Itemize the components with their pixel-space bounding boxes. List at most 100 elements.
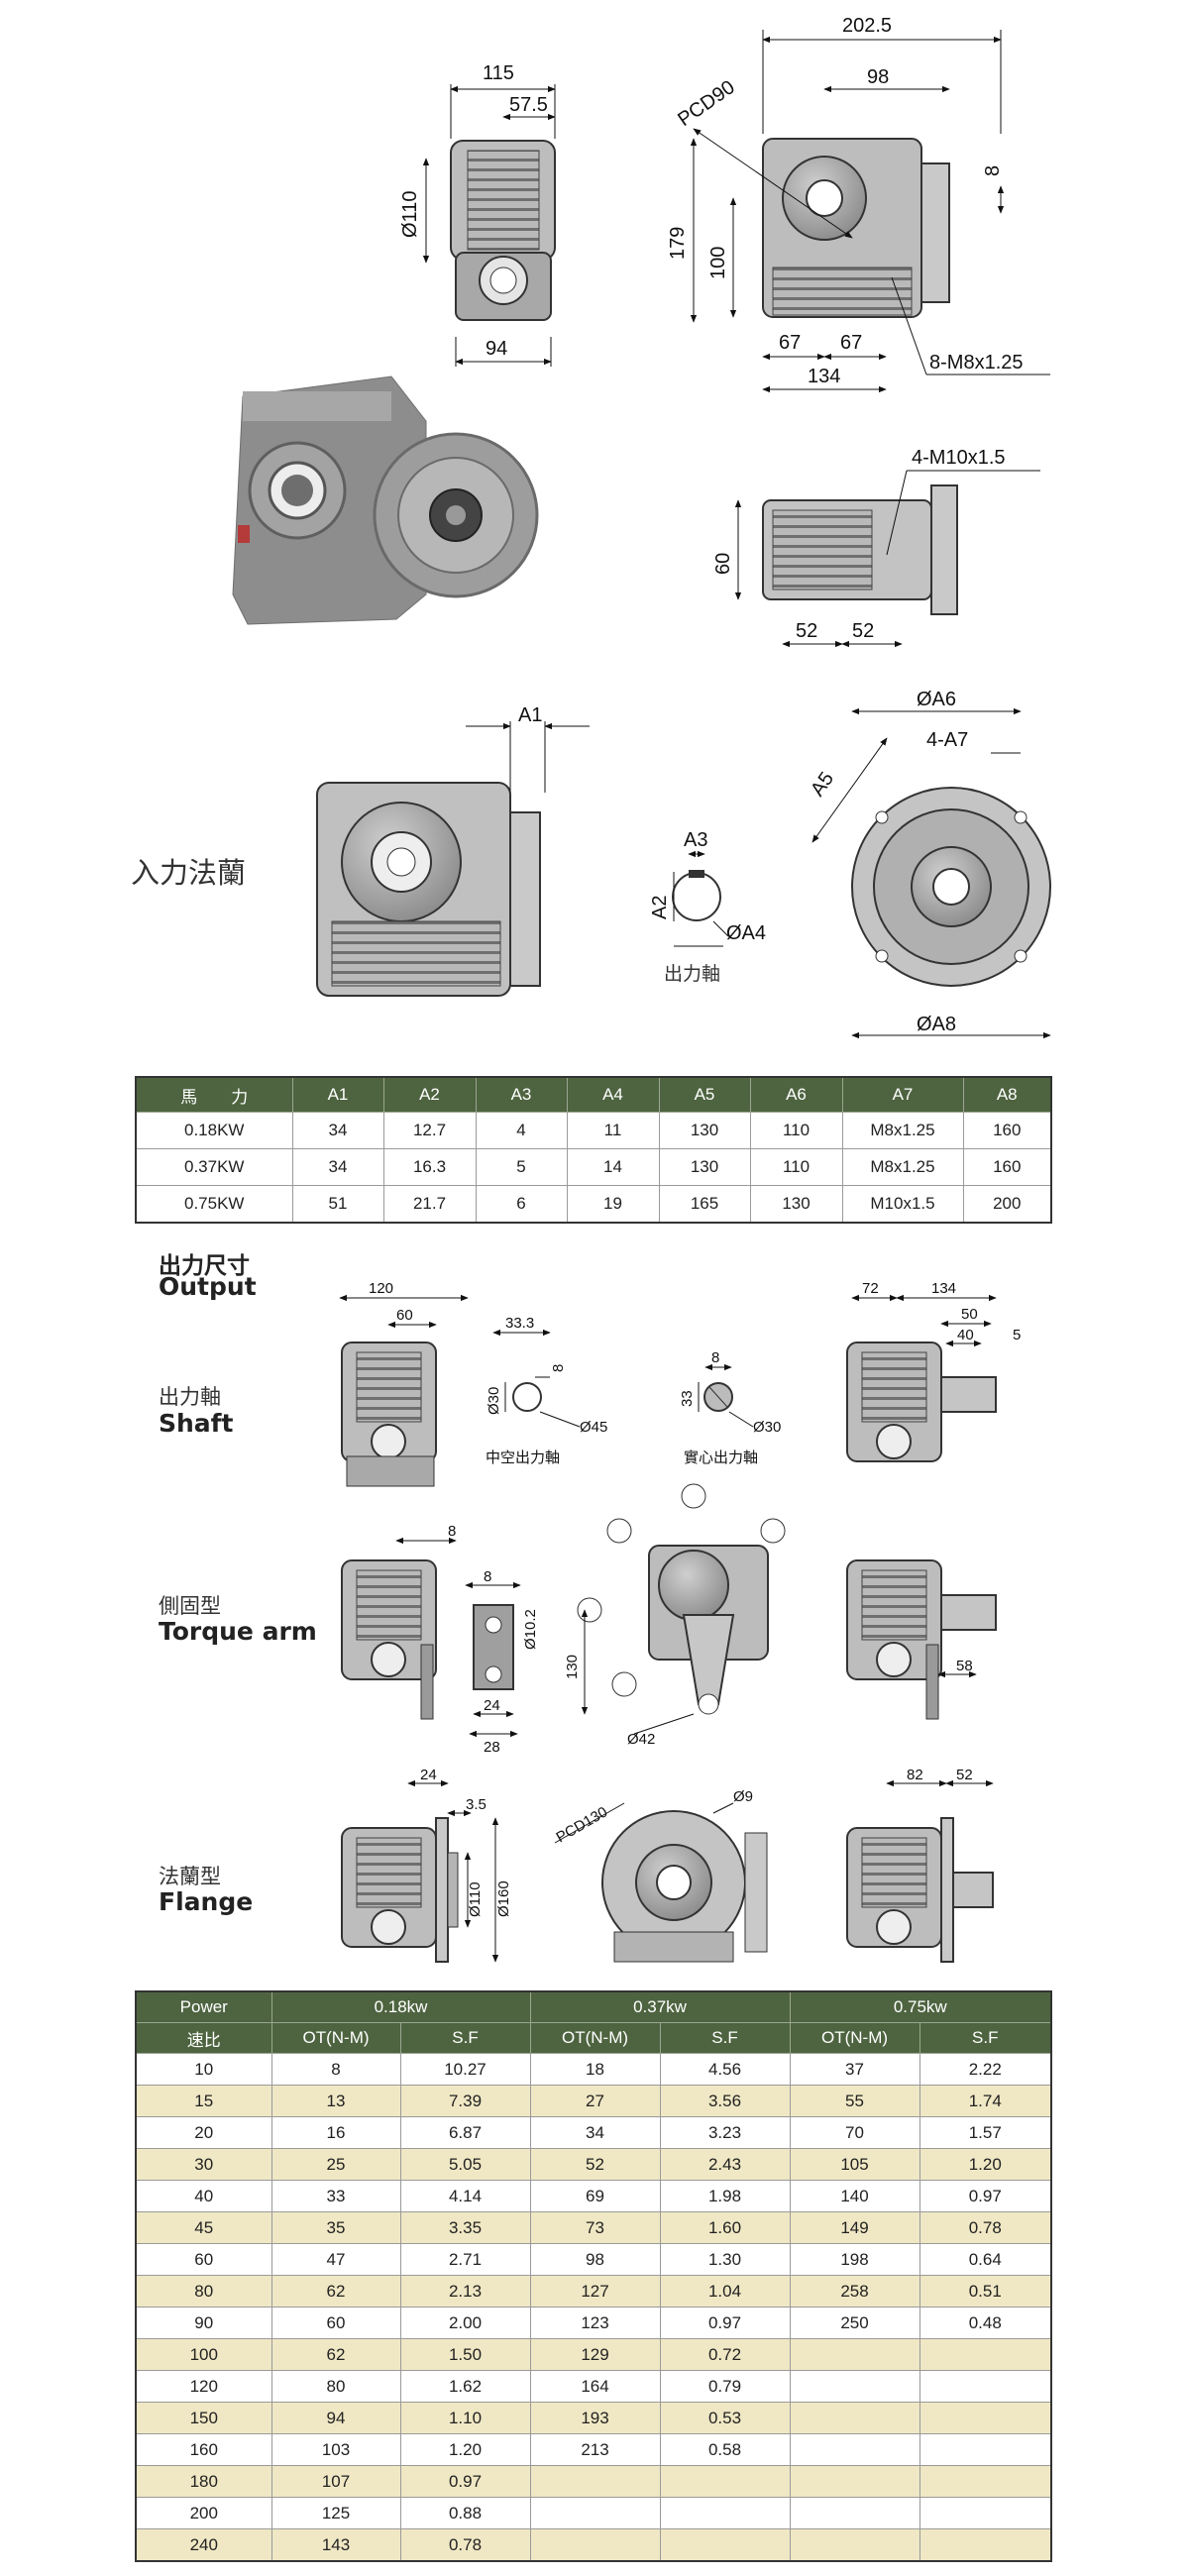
table-cell: 51	[291, 1185, 384, 1224]
table-cell: 0.72	[659, 2338, 791, 2371]
table-cell: 125	[270, 2497, 401, 2529]
table-cell: 18	[529, 2053, 661, 2086]
table-cell: 7.39	[399, 2085, 531, 2117]
col-a3: A3	[475, 1076, 568, 1113]
ratio-torque-table: Power 0.18kw 0.37kw 0.75kw 速比 OT(N-M) S.…	[135, 1990, 1052, 2562]
table-cell: 94	[270, 2402, 401, 2434]
dim-57-5: 57.5	[509, 94, 548, 116]
table-cell: 150	[135, 2402, 272, 2434]
dim-202-5: 202.5	[842, 15, 892, 37]
dim-out-5: 5	[1013, 1327, 1021, 1343]
col-a5: A5	[658, 1076, 751, 1113]
table-cell: 52	[529, 2148, 661, 2181]
dim-out-60: 60	[396, 1307, 413, 1324]
table-cell	[789, 2528, 920, 2562]
table-cell: 60	[135, 2243, 272, 2276]
table-cell: 12.7	[382, 1112, 477, 1149]
input-table-header: 馬 力 A1 A2 A3 A4 A5 A6 A7 A8	[135, 1076, 1052, 1113]
table-cell: 2.00	[399, 2307, 531, 2339]
col-a7: A7	[841, 1076, 964, 1113]
dim-d10-2: Ø10.2	[522, 1609, 539, 1650]
table-cell: 8	[270, 2053, 401, 2086]
table-cell: 47	[270, 2243, 401, 2276]
table-cell: 37	[789, 2053, 920, 2086]
label-a4: ØA4	[726, 922, 766, 944]
table-cell: 0.78	[919, 2211, 1052, 2244]
shaft-label-en: Shaft	[159, 1409, 234, 1438]
table-cell	[919, 2402, 1052, 2434]
table-cell: 34	[529, 2116, 661, 2149]
table-cell	[789, 2465, 920, 2498]
table-cell: 16.3	[382, 1148, 477, 1186]
table-cell: 34	[291, 1148, 384, 1186]
dim-torque-58: 58	[956, 1658, 973, 1674]
table-cell: 55	[789, 2085, 920, 2117]
dim-60: 60	[712, 553, 734, 575]
flange-label-en: Flange	[159, 1887, 254, 1916]
label-a1: A1	[518, 704, 542, 726]
flange-label-zh: 法蘭型	[159, 1865, 221, 1888]
torque-arm-drawings	[341, 1483, 997, 1738]
ratio-header-sub: 速比 OT(N-M) S.F OT(N-M) S.F OT(N-M) S.F	[135, 2022, 1052, 2054]
dim-out-72: 72	[862, 1280, 879, 1297]
ratio-header-power: Power 0.18kw 0.37kw 0.75kw	[135, 1990, 1052, 2023]
table-cell: 70	[789, 2116, 920, 2149]
table-cell	[789, 2402, 920, 2434]
table-cell: 1.60	[659, 2211, 791, 2244]
table-cell: 160	[962, 1112, 1052, 1149]
table-cell: 213	[529, 2433, 661, 2466]
table-cell: 1.57	[919, 2116, 1052, 2149]
output-title-en: Output	[159, 1272, 257, 1301]
table-cell	[789, 2433, 920, 2466]
table-cell: 0.97	[399, 2465, 531, 2498]
table-cell: 15	[135, 2085, 272, 2117]
table-cell: 0.79	[659, 2370, 791, 2403]
sub-ot-2: OT(N-M)	[529, 2022, 661, 2054]
table-cell	[919, 2465, 1052, 2498]
dim-out-120: 120	[369, 1280, 393, 1297]
table-cell: 0.64	[919, 2243, 1052, 2276]
table-cell: 1.20	[919, 2148, 1052, 2181]
dim-solid-33: 33	[679, 1390, 696, 1407]
label-a2: A2	[649, 896, 671, 919]
label-a3: A3	[684, 829, 707, 851]
table-cell: 0.58	[659, 2433, 791, 2466]
col-a4: A4	[566, 1076, 660, 1113]
col-a8: A8	[962, 1076, 1052, 1113]
table-cell: 1.04	[659, 2275, 791, 2308]
table-cell: 11	[566, 1112, 660, 1149]
table-cell: 6	[475, 1185, 568, 1224]
table-cell: 60	[270, 2307, 401, 2339]
table-cell	[529, 2528, 661, 2562]
table-cell: 110	[749, 1148, 843, 1186]
table-cell: 3.56	[659, 2085, 791, 2117]
dim-33-3: 33.3	[505, 1315, 534, 1332]
sub-sf-3: S.F	[919, 2022, 1052, 2054]
shaft-label-zh: 出力軸	[159, 1385, 221, 1409]
table-cell: 69	[529, 2180, 661, 2212]
table-cell: 90	[135, 2307, 272, 2339]
dim-179: 179	[667, 227, 689, 260]
table-cell: 10.27	[399, 2053, 531, 2086]
gearbox-photo	[232, 376, 539, 625]
table-cell: 123	[529, 2307, 661, 2339]
table-cell: 13	[270, 2085, 401, 2117]
table-cell: 1.74	[919, 2085, 1052, 2117]
table-cell	[919, 2528, 1052, 2562]
table-cell: 4.14	[399, 2180, 531, 2212]
table-cell: 80	[270, 2370, 401, 2403]
table-cell: 0.75KW	[135, 1185, 293, 1224]
dim-pcd90: PCD90	[674, 76, 738, 131]
shaft-detail	[672, 850, 729, 947]
table-cell: 100	[135, 2338, 272, 2371]
table-cell	[659, 2528, 791, 2562]
table-cell: 20	[135, 2116, 272, 2149]
